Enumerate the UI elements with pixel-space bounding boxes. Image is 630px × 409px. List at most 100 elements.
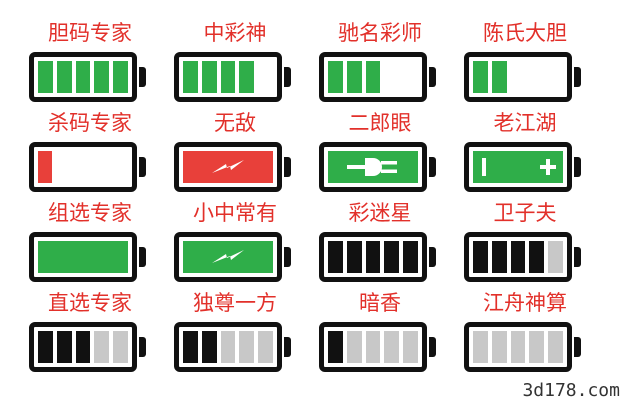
battery-title: 老江湖 [493,111,557,135]
battery-full-fill [38,241,128,273]
battery-segment [365,61,381,93]
battery-segment [94,331,110,363]
battery-item: 胆码专家 [15,20,165,115]
battery-terminal [574,247,581,267]
battery-segment [403,331,418,363]
battery-terminal [284,247,291,267]
battery-terminal [139,157,146,177]
battery-item: 组选专家 [15,200,165,295]
battery-segment [548,331,563,363]
battery-item: 卫子夫 [450,200,600,295]
battery-icon [29,232,137,282]
battery-segment [183,61,198,93]
battery-terminal [284,67,291,87]
battery-segment [201,61,217,93]
battery-segment [365,241,381,273]
battery-segment [38,61,53,93]
battery-title: 胆码专家 [48,21,132,45]
battery-segment [94,61,110,93]
battery-terminal [139,337,146,357]
battery-segment [38,331,53,363]
battery-segment [201,331,217,363]
battery-segment [384,241,400,273]
battery-segment [491,61,507,93]
battery-segment [473,61,488,93]
battery-item: 直选专家 [15,290,165,385]
battery-icon [464,142,572,192]
battery-icon [174,142,282,192]
battery-segment [239,61,255,93]
battery-segment [510,331,526,363]
battery-icon [174,52,282,102]
battery-icon [29,142,137,192]
battery-segment [491,241,507,273]
battery-segment [365,331,381,363]
battery-segment [113,331,128,363]
battery-item: 陈氏大胆 [450,20,600,115]
battery-segment [220,331,236,363]
battery-item: 小中常有 [160,200,310,295]
battery-segment [239,331,255,363]
battery-segment [403,241,418,273]
battery-segment [548,61,563,93]
battery-title: 杀码专家 [48,111,132,135]
battery-title: 驰名彩师 [338,21,422,45]
battery-segment [529,61,544,93]
battery-segment [220,61,236,93]
battery-terminal [284,157,291,177]
battery-full-fill [183,241,273,273]
battery-full-fill [183,151,273,183]
battery-segment [491,331,507,363]
minus-plus-icon [482,158,556,176]
battery-icon [29,52,137,102]
lightning-icon [212,160,244,173]
battery-segment [510,241,526,273]
battery-title: 中彩神 [203,21,267,45]
battery-icon [29,322,137,372]
battery-terminal [139,247,146,267]
battery-item: 二郎眼 [305,110,455,205]
battery-item: 无敌 [160,110,310,205]
battery-segment [384,331,400,363]
battery-icon [174,322,282,372]
battery-segment [346,61,362,93]
battery-title: 小中常有 [193,201,277,225]
battery-segment [529,331,545,363]
battery-full-fill [328,151,418,183]
battery-item: 彩迷星 [305,200,455,295]
plug-icon [347,158,397,176]
battery-segment [258,331,273,363]
battery-low-fill [38,151,52,183]
battery-icon [464,232,572,282]
battery-segment [511,61,526,93]
battery-item: 江舟神算 [450,290,600,385]
battery-segment [328,241,343,273]
battery-segment [384,61,399,93]
battery-title: 无敌 [214,111,256,135]
battery-terminal [574,337,581,357]
battery-title: 卫子夫 [493,201,557,225]
battery-title: 组选专家 [48,201,132,225]
battery-title: 二郎眼 [348,111,412,135]
battery-icon [319,142,427,192]
battery-terminal [429,337,436,357]
battery-segment [183,331,198,363]
battery-item: 驰名彩师 [305,20,455,115]
battery-terminal [574,67,581,87]
battery-terminal [574,157,581,177]
battery-icon [319,52,427,102]
battery-segment [403,61,418,93]
battery-item: 老江湖 [450,110,600,205]
battery-item: 独尊一方 [160,290,310,385]
battery-terminal [429,67,436,87]
battery-segment [113,61,128,93]
battery-terminal [139,67,146,87]
battery-title: 独尊一方 [193,291,277,315]
battery-title: 彩迷星 [348,201,412,225]
battery-icon [319,232,427,282]
battery-segment [346,331,362,363]
battery-item: 暗香 [305,290,455,385]
battery-segment [529,241,545,273]
battery-icon [464,322,572,372]
battery-segment [473,331,488,363]
